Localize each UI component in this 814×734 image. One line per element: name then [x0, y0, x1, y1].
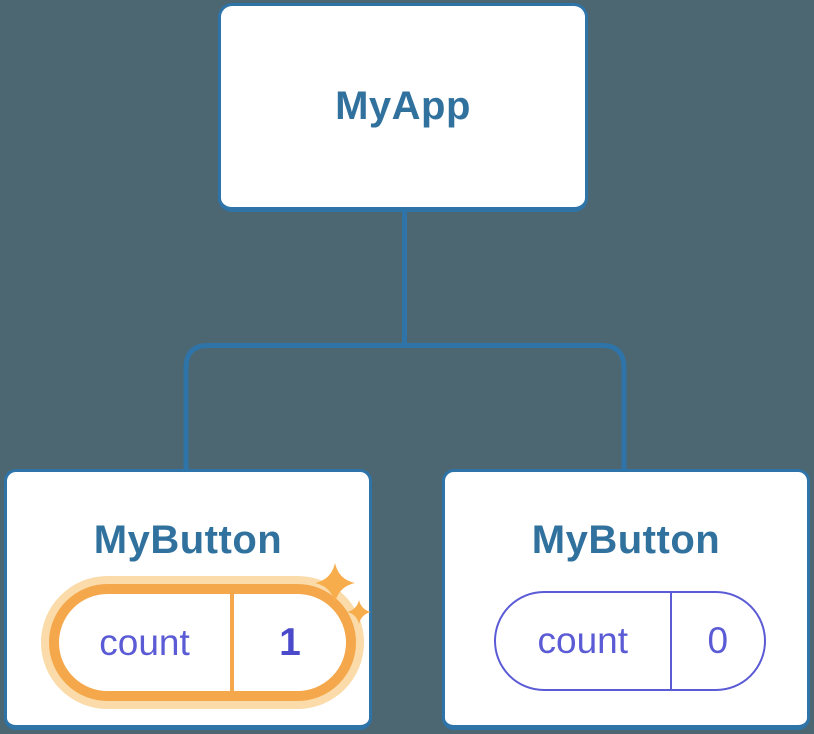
state-value-label: 1 [279, 620, 301, 664]
node-mybutton-right: MyButton count 0 [442, 469, 810, 730]
state-key-segment: count [496, 593, 672, 689]
state-key-label: count [99, 621, 190, 663]
node-myapp-label: MyApp [335, 84, 471, 128]
state-value-segment: 1 [234, 594, 346, 691]
node-mybutton-left-label: MyButton [93, 518, 283, 562]
state-pill-plain: count 0 [494, 591, 766, 691]
node-myapp: MyApp [218, 3, 588, 212]
node-mybutton-right-label: MyButton [531, 518, 721, 562]
state-pill-highlighted: count 1 [49, 584, 356, 701]
state-value-segment: 0 [672, 593, 764, 689]
node-mybutton-left: MyButton count 1 [4, 469, 372, 730]
state-key-segment: count [59, 594, 235, 691]
state-key-label: count [537, 620, 629, 661]
state-value-label: 0 [707, 620, 729, 661]
